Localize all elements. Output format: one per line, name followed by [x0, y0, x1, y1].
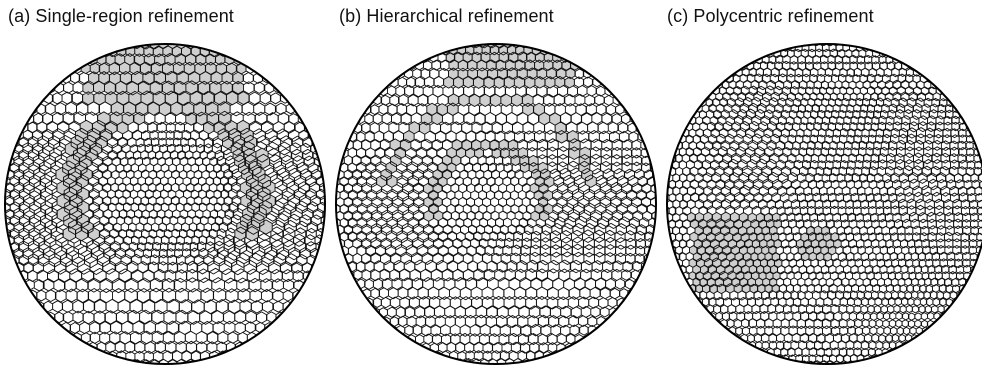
mesh-cells	[667, 44, 982, 364]
sphere-mesh-single-region	[4, 43, 326, 365]
mesh-cells	[336, 44, 656, 364]
sphere-mesh-hierarchical	[335, 43, 657, 365]
sphere-outline	[4, 43, 326, 365]
mesh-cells	[5, 44, 325, 364]
mesh-cells-plain	[667, 44, 982, 364]
sphere-outline	[666, 43, 982, 365]
panel-hierarchical: (b) Hierarchical refinement	[331, 0, 661, 375]
panel-caption-a: (a) Single-region refinement	[8, 6, 234, 26]
mesh-cells-transition	[686, 211, 842, 295]
sphere-mesh-polycentric	[666, 43, 982, 365]
panel-polycentric: (c) Polycentric refinement	[662, 0, 982, 375]
panel-single-region: (a) Single-region refinement	[0, 0, 330, 375]
panel-caption-b: (b) Hierarchical refinement	[339, 6, 554, 26]
panel-caption-c: (c) Polycentric refinement	[667, 6, 874, 26]
sphere-outline	[335, 43, 657, 365]
